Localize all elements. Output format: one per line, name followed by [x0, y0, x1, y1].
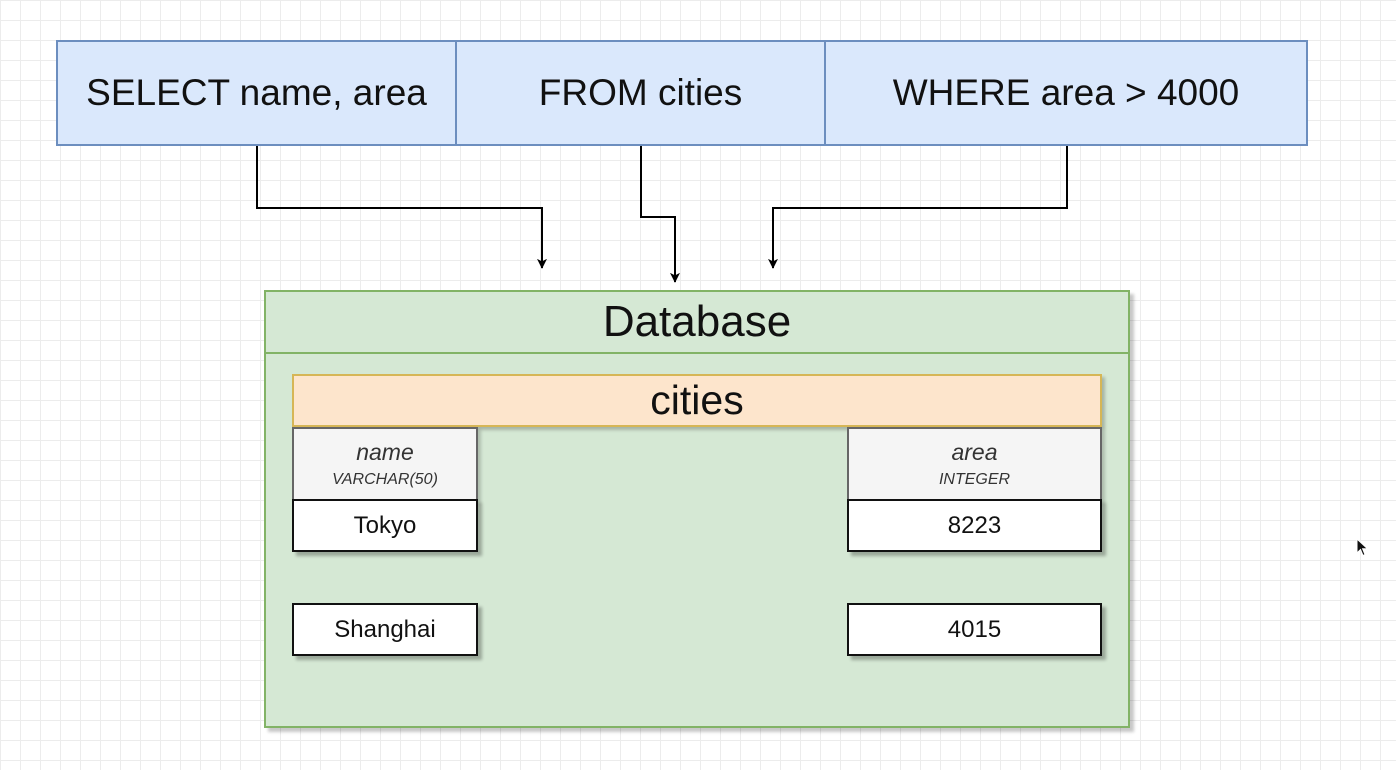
sql-query-bar: SELECT name, area FROM cities WHERE area…	[56, 40, 1308, 146]
select-to-database-arrow	[256, 146, 547, 269]
database-container: Database cities name VARCHAR(50) area IN…	[264, 290, 1130, 728]
from-clause: FROM cities	[457, 40, 826, 146]
database-title: Database	[266, 292, 1128, 354]
table-title: cities	[292, 374, 1102, 427]
from-to-database-arrow	[640, 146, 680, 283]
cell-area-row-2: 4015	[847, 603, 1102, 656]
column-name-type: VARCHAR(50)	[332, 471, 438, 488]
column-area-label: area	[951, 439, 998, 465]
select-clause: SELECT name, area	[56, 40, 457, 146]
cell-area-row-1: 8223	[847, 499, 1102, 552]
column-header-name: name VARCHAR(50)	[292, 427, 478, 501]
cell-name-row-2: Shanghai	[292, 603, 478, 656]
column-area-type: INTEGER	[938, 471, 1011, 488]
where-clause: WHERE area > 4000	[826, 40, 1308, 146]
cell-name-row-1: Tokyo	[292, 499, 478, 552]
column-header-area: area INTEGER	[847, 427, 1102, 501]
where-to-database-arrow	[768, 146, 1068, 269]
mouse-pointer-icon	[1356, 538, 1369, 557]
column-name-label: name	[356, 439, 414, 465]
